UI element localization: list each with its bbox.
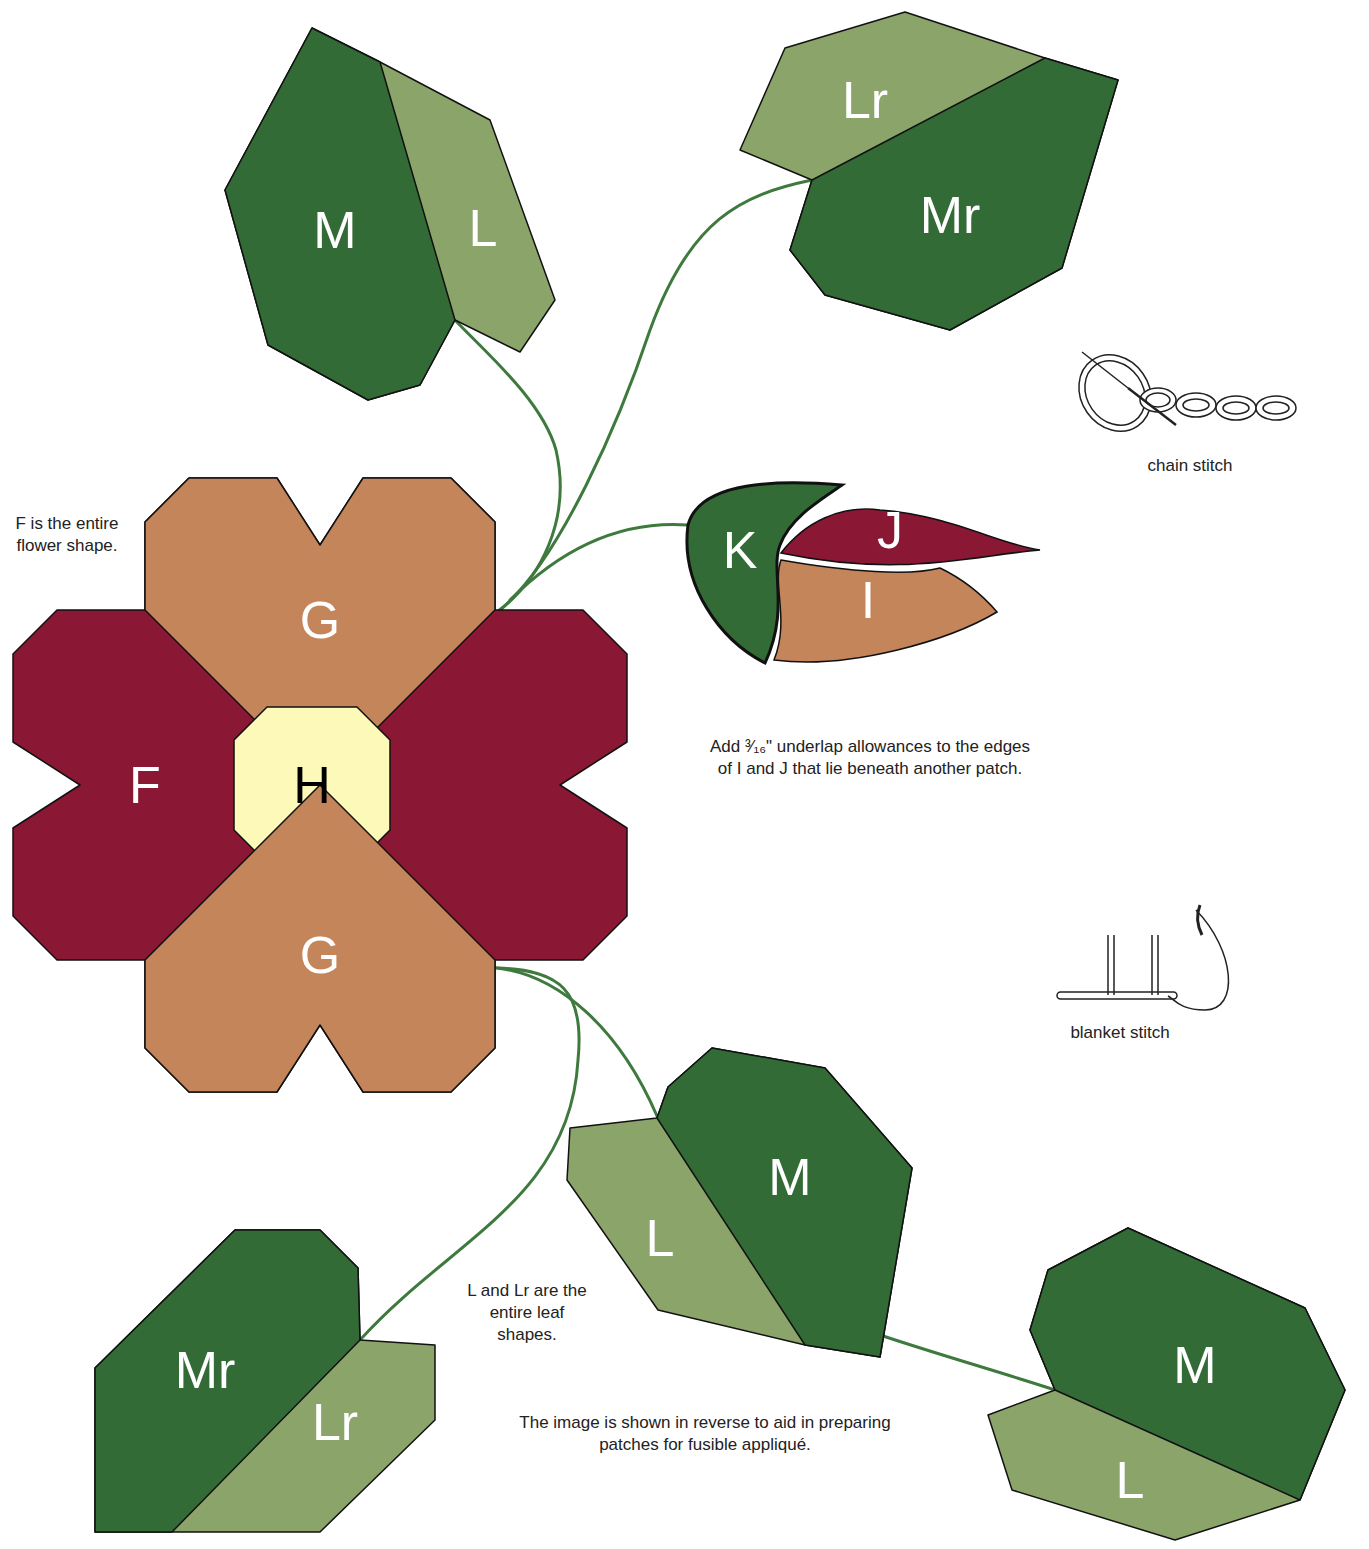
patch-letter: Mr — [175, 1344, 236, 1396]
bud-patch: I — [770, 555, 1000, 670]
stitch-caption: blanket stitch — [1040, 1022, 1200, 1044]
leaf-patch: M — [225, 28, 455, 400]
leaf-patch: LM — [567, 1048, 912, 1357]
patch-letter: Lr — [842, 74, 888, 126]
patch-shape — [988, 1228, 1345, 1540]
note-text: F is the entire flower shape. — [12, 513, 122, 557]
stem — [510, 524, 688, 600]
stitch-caption: chain stitch — [1110, 455, 1270, 477]
leaf-patch: LM — [988, 1228, 1345, 1540]
patch-shape — [145, 785, 495, 1092]
patch-letter: L — [469, 202, 498, 254]
patch-letter: G — [300, 594, 340, 646]
note-text: L and Lr are the entire leaf shapes. — [462, 1280, 592, 1346]
patch-shape — [225, 28, 455, 400]
stem — [880, 1335, 1055, 1390]
patch-letter: F — [129, 759, 161, 811]
patch-shape — [781, 509, 1040, 565]
patch-shape — [225, 28, 555, 400]
patch-letter: L — [646, 1212, 675, 1264]
leaf-patch: LM — [225, 28, 555, 400]
patch-letter: I — [861, 574, 875, 626]
leaf-patch: M — [657, 1048, 912, 1357]
note-text: Add ³⁄₁₆" underlap allowances to the edg… — [705, 736, 1035, 780]
patch-letter: M — [313, 204, 356, 256]
leaf-patch: M — [1030, 1228, 1345, 1500]
patch-letter: M — [1173, 1339, 1216, 1391]
blanket-stitch-icon — [1057, 905, 1228, 1010]
note-text: The image is shown in reverse to aid in … — [495, 1412, 915, 1456]
leaf-patch: Mr — [790, 58, 1118, 330]
patch-shape — [1030, 1228, 1345, 1500]
patch-shape — [740, 12, 1118, 330]
bud-patch-outline — [770, 555, 1000, 670]
patch-shape — [13, 478, 627, 1092]
flower-patch: F G H G — [13, 478, 627, 1092]
patch-letter: K — [723, 524, 758, 576]
patch-letter: H — [293, 759, 331, 811]
patch-shape — [95, 1230, 435, 1532]
chain-stitch-icon — [1064, 341, 1296, 446]
patch-shape — [790, 58, 1118, 330]
patch-letter: M — [768, 1151, 811, 1203]
patch-letter: G — [300, 929, 340, 981]
patch-shape — [567, 1048, 912, 1357]
flower-patch: G — [145, 785, 495, 1092]
stem — [497, 968, 657, 1116]
patch-shape — [657, 1048, 912, 1357]
patch-shape — [774, 560, 997, 662]
patch-letter: L — [1116, 1454, 1145, 1506]
patch-letter: J — [877, 504, 903, 556]
leaf-patch: Mr — [95, 1230, 360, 1532]
patch-shape — [95, 1230, 360, 1532]
leaf-patch: Lr Mr — [95, 1230, 435, 1532]
leaf-patch: LrMr — [740, 12, 1118, 330]
patch-letter: Lr — [312, 1396, 358, 1448]
patch-letter: Mr — [920, 189, 981, 241]
